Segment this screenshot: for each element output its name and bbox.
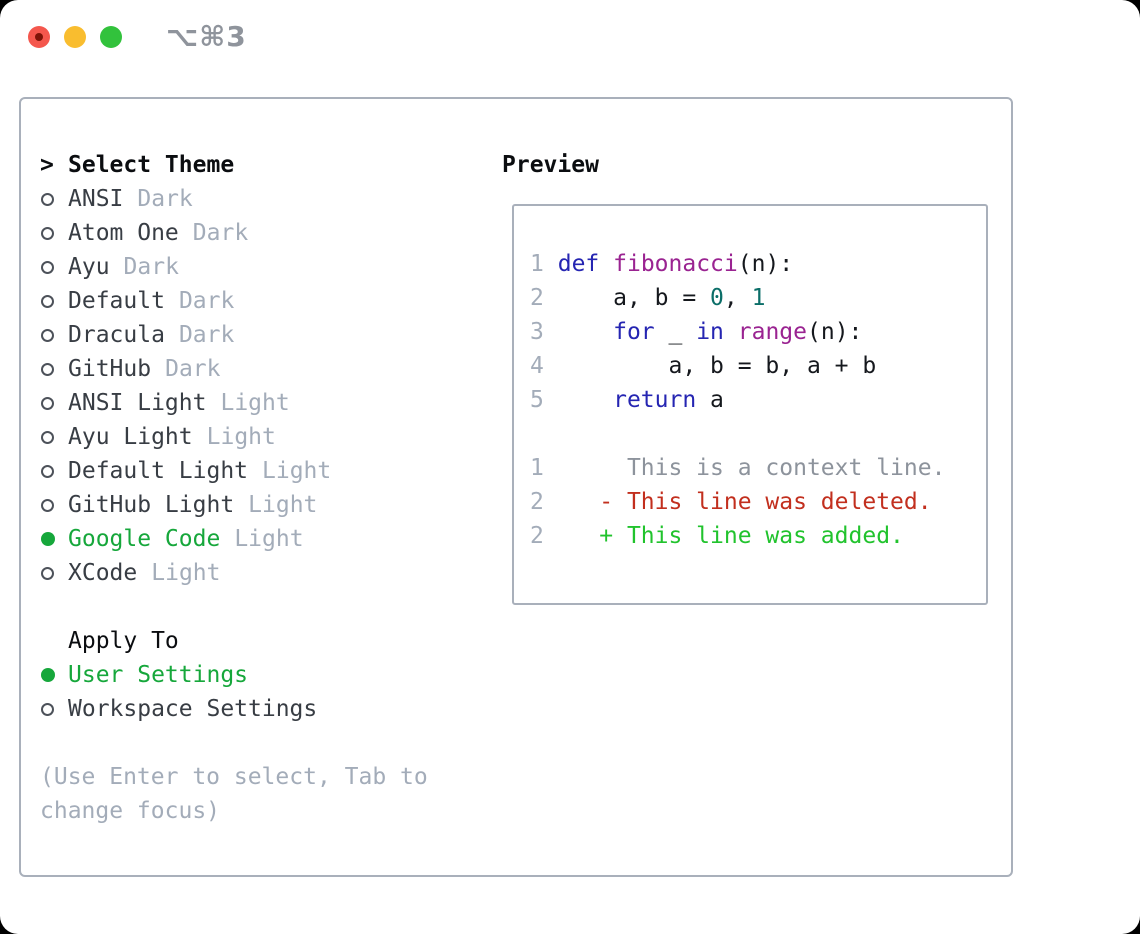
theme-option-default-dark[interactable]: Default Dark (40, 284, 428, 318)
zoom-button[interactable] (100, 26, 122, 48)
radio-unselected-icon (41, 260, 54, 274)
radio-unselected-icon (41, 226, 54, 240)
apply-option-workspace-settings[interactable]: Workspace Settings (40, 692, 428, 726)
radio-unselected-icon (41, 328, 54, 342)
code-line: 1 def fibonacci(n): (530, 251, 794, 277)
radio-selected-icon (41, 668, 55, 682)
window-titlebar: ⌥⌘3 (0, 0, 1140, 75)
spacer (40, 590, 428, 624)
theme-option-ansi-dark[interactable]: ANSI Dark (40, 182, 428, 216)
blank-line (530, 421, 986, 455)
theme-option-google-code-light[interactable]: Google Code Light (40, 522, 428, 556)
window-title-shortcut: ⌥⌘3 (166, 20, 247, 53)
code-line: 3 for _ in range(n): (530, 319, 863, 345)
theme-option-github-dark[interactable]: GitHub Dark (40, 352, 428, 386)
theme-selector-panel: > Select Theme ANSI Dark Atom One Dark A… (19, 97, 1013, 877)
apply-option-user-settings[interactable]: User Settings (40, 658, 428, 692)
radio-unselected-icon (41, 362, 54, 376)
theme-option-dracula-dark[interactable]: Dracula Dark (40, 318, 428, 352)
select-theme-title: Select Theme (68, 152, 235, 178)
theme-option-ansi-light[interactable]: ANSI Light Light (40, 386, 428, 420)
radio-unselected-icon (41, 498, 54, 512)
code-line: 4 a, b = b, a + b (530, 353, 877, 379)
select-theme-header: > Select Theme (40, 148, 428, 182)
selection-caret-icon: > (40, 152, 54, 178)
code-line: 2 a, b = 0, 1 (530, 285, 766, 311)
preview-pane: 1 def fibonacci(n): 2 a, b = 0, 1 3 for … (512, 204, 988, 605)
radio-unselected-icon (41, 294, 54, 308)
theme-option-atom-one-dark[interactable]: Atom One Dark (40, 216, 428, 250)
diff-context-line: 1 This is a context line. (530, 455, 946, 481)
unsaved-indicator-dot (35, 33, 43, 41)
theme-list: > Select Theme ANSI Dark Atom One Dark A… (40, 148, 428, 828)
theme-option-github-light[interactable]: GitHub Light Light (40, 488, 428, 522)
radio-unselected-icon (41, 464, 54, 478)
apply-to-title: Apply To (68, 628, 179, 654)
theme-option-default-light[interactable]: Default Light Light (40, 454, 428, 488)
hint-text-line2: change focus) (40, 798, 221, 824)
radio-unselected-icon (41, 396, 54, 410)
hint-text-line1: (Use Enter to select, Tab to (40, 764, 428, 790)
diff-deleted-line: 2 - This line was deleted. (530, 489, 932, 515)
diff-added-line: 2 + This line was added. (530, 523, 904, 549)
close-button[interactable] (28, 26, 50, 48)
theme-option-xcode-light[interactable]: XCode Light (40, 556, 428, 590)
code-line: 5 return a (530, 387, 724, 413)
minimize-button[interactable] (64, 26, 86, 48)
radio-unselected-icon (41, 566, 54, 580)
preview-title: Preview (502, 152, 599, 178)
radio-unselected-icon (41, 702, 54, 716)
theme-option-ayu-light[interactable]: Ayu Light Light (40, 420, 428, 454)
radio-unselected-icon (41, 430, 54, 444)
radio-selected-icon (41, 532, 55, 546)
apply-to-header: Apply To (40, 624, 428, 658)
spacer (40, 726, 428, 760)
radio-unselected-icon (41, 192, 54, 206)
theme-option-ayu-dark[interactable]: Ayu Dark (40, 250, 428, 284)
